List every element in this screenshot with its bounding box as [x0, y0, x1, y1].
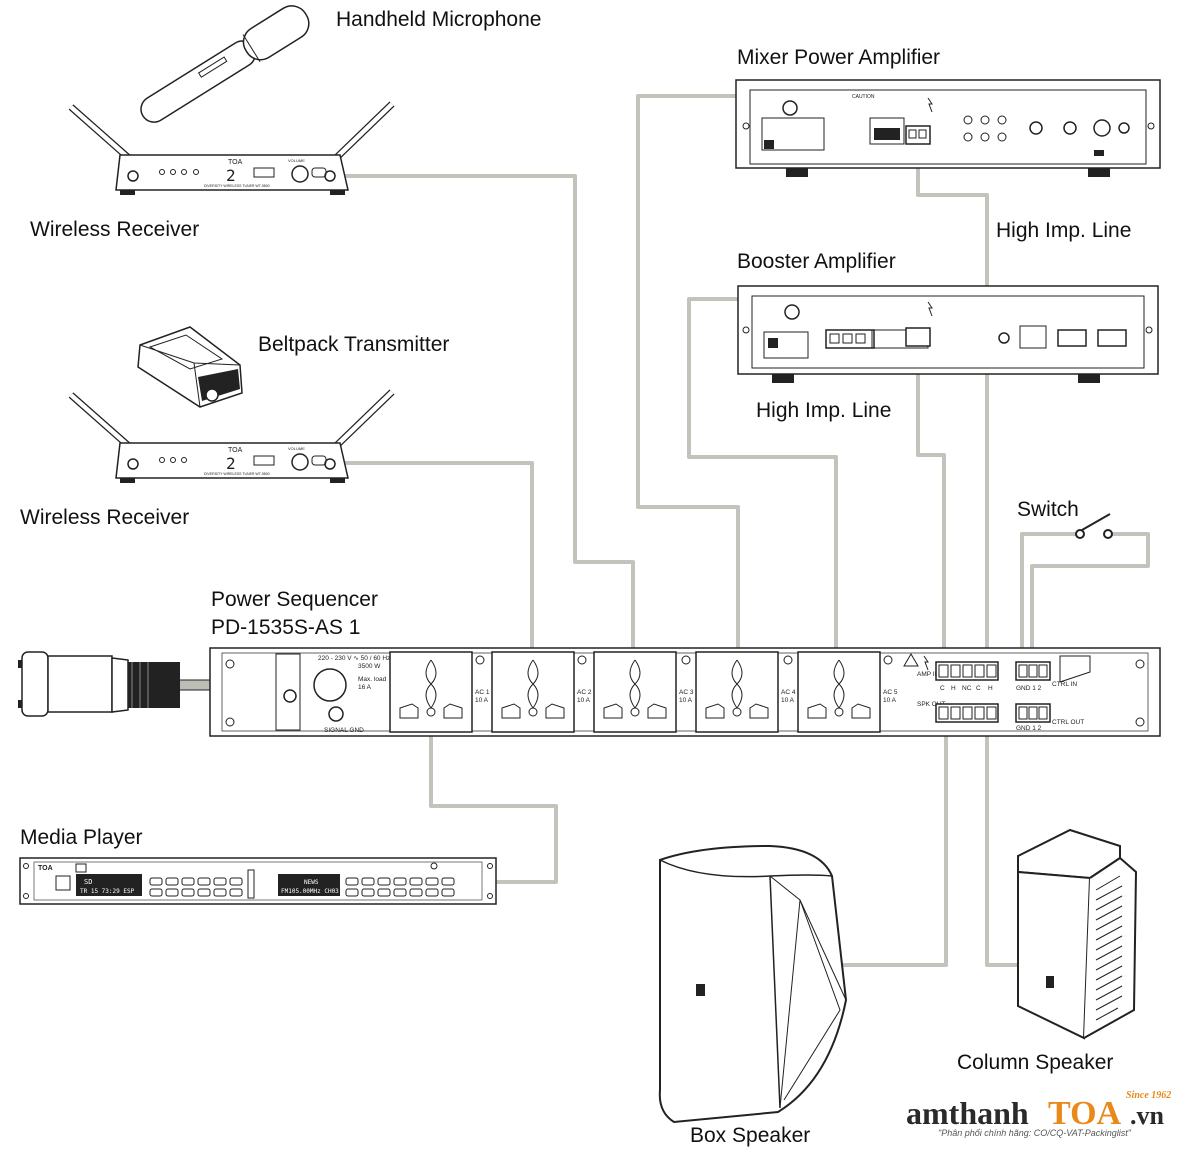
wireless-receiver-2: 2 TOA VOLUME DIVERSITY WIRELESS TUNER WT…: [68, 389, 395, 483]
svg-text:GND 1 2: GND 1 2: [1016, 725, 1042, 732]
wire-mixer-ac3: [636, 94, 740, 665]
svg-text:C: C: [940, 685, 945, 692]
wire-booster-highimp: [916, 346, 946, 662]
switch-label: Switch: [1017, 498, 1079, 521]
wire-ac1-media: [429, 718, 558, 884]
svg-text:VOLUME: VOLUME: [288, 446, 305, 451]
svg-text:CAUTION: CAUTION: [852, 94, 875, 100]
svg-text:10 A: 10 A: [475, 697, 489, 704]
svg-text:AC 5: AC 5: [883, 689, 898, 696]
svg-text:2: 2: [226, 454, 236, 473]
wire-spk-column: [985, 723, 1028, 967]
wire-switch-ctrl: [1020, 532, 1076, 662]
outlet-ac5: AC 5 10 A: [797, 651, 898, 733]
svg-text:AC 1: AC 1: [475, 689, 490, 696]
svg-text:10 A: 10 A: [679, 697, 693, 704]
svg-text:SD: SD: [84, 878, 92, 886]
svg-text:Since 1962: Since 1962: [1126, 1090, 1171, 1101]
svg-text:GND 1 2: GND 1 2: [1016, 685, 1042, 692]
high-imp-line-1-label: High Imp. Line: [996, 219, 1131, 242]
wireless-receiver-1: 2 TOA VOLUME DIVERSITY WIRELESS TUNER WT…: [68, 101, 395, 195]
power-sequencer: Power Sequencer PD-1535S-AS 1 220 - 230 …: [18, 588, 1161, 737]
wire-receiver1-ac2: [345, 174, 635, 665]
outlet-ac3: AC 3 10 A: [593, 651, 694, 733]
booster-amp-label: Booster Amplifier: [737, 250, 896, 273]
sequencer-label-1: Power Sequencer: [211, 588, 378, 611]
svg-text:H: H: [988, 685, 993, 692]
svg-text:H: H: [951, 685, 956, 692]
logo-text-vn: .vn: [1130, 1101, 1165, 1130]
column-speaker: Column Speaker: [957, 828, 1138, 1074]
svg-text:AC 4: AC 4: [781, 689, 796, 696]
svg-text:TOA: TOA: [38, 865, 53, 872]
svg-text:AC 3: AC 3: [679, 689, 694, 696]
column-speaker-label: Column Speaker: [957, 1051, 1113, 1074]
svg-text:C: C: [976, 685, 981, 692]
mixer-power-amplifier: Mixer Power Amplifier CAUTION: [735, 46, 1161, 177]
svg-text:CTRL IN: CTRL IN: [1052, 681, 1077, 688]
svg-text:DIVERSITY WIRELESS TUNER WT-58: DIVERSITY WIRELESS TUNER WT-5800: [204, 184, 270, 188]
box-speaker-label: Box Speaker: [690, 1124, 810, 1147]
svg-text:NC: NC: [962, 685, 972, 692]
wire-mixer-highimp: [916, 145, 989, 662]
svg-text:SIGNAL GND: SIGNAL GND: [324, 727, 364, 734]
handheld-microphone: Handheld Microphone: [140, 5, 541, 123]
outlet-ac4: AC 4 10 A: [695, 651, 796, 733]
wireless-receiver-2-label: Wireless Receiver: [20, 506, 189, 529]
beltpack-transmitter: [137, 326, 243, 408]
svg-text:AMP IN: AMP IN: [917, 671, 940, 678]
sequencer-label-2: PD-1535S-AS 1: [211, 616, 360, 639]
outlet-ac2: AC 2 10 A: [491, 651, 592, 733]
svg-text:10 A: 10 A: [781, 697, 795, 704]
wire-booster-ac4: [687, 297, 838, 665]
svg-text:FM105.00MHz CH03: FM105.00MHz CH03: [281, 888, 339, 895]
logo-text-amthanh: amthanh: [906, 1095, 1029, 1131]
logo-text-toa: TOA: [1048, 1095, 1122, 1132]
svg-text:3500 W: 3500 W: [358, 663, 381, 670]
svg-text:AC 2: AC 2: [577, 689, 592, 696]
media-player-label: Media Player: [20, 826, 143, 849]
amthanhtoa-logo: Since 1962 amthanh TOA .vn "Phân phối ch…: [906, 1090, 1171, 1138]
svg-text:SPK OUT: SPK OUT: [917, 701, 946, 708]
svg-text:TR 15 73:29 ESP: TR 15 73:29 ESP: [80, 888, 135, 895]
svg-text:VOLUME: VOLUME: [288, 158, 305, 163]
high-imp-line-2-label: High Imp. Line: [756, 399, 891, 422]
svg-text:Max. load: Max. load: [358, 676, 387, 683]
handheld-mic-label: Handheld Microphone: [336, 8, 541, 31]
wire-receiver2-ac1: [345, 461, 534, 665]
svg-text:TOA: TOA: [228, 159, 243, 166]
box-speaker: Box Speaker: [658, 844, 848, 1147]
svg-text:10 A: 10 A: [577, 697, 591, 704]
logo-tagline: "Phân phối chính hãng: CO/CQ-VAT-Packing…: [938, 1128, 1132, 1138]
svg-text:2: 2: [226, 166, 236, 185]
beltpack-label: Beltpack Transmitter: [258, 333, 449, 356]
svg-text:220 - 230 V ∿ 50 / 60 Hz: 220 - 230 V ∿ 50 / 60 Hz: [318, 655, 390, 662]
svg-text:10 A: 10 A: [883, 697, 897, 704]
mains-plug: [18, 651, 180, 717]
svg-text:DIVERSITY WIRELESS TUNER WT-58: DIVERSITY WIRELESS TUNER WT-5800: [204, 472, 270, 476]
wire-spk-box: [836, 723, 948, 967]
svg-text:NEWS: NEWS: [304, 879, 319, 886]
media-player: Media Player TOA SD TR 15 73:29 ESP NEWS…: [19, 826, 497, 905]
wireless-receiver-1-label: Wireless Receiver: [30, 218, 199, 241]
svg-text:16 A: 16 A: [358, 684, 372, 691]
mixer-amp-label: Mixer Power Amplifier: [737, 46, 940, 69]
outlet-ac1: AC 1 10 A: [389, 651, 490, 733]
svg-text:CTRL OUT: CTRL OUT: [1052, 719, 1084, 726]
booster-amplifier: Booster Amplifier: [737, 250, 1159, 383]
svg-text:TOA: TOA: [228, 447, 243, 454]
control-switch: Switch: [1017, 498, 1113, 539]
